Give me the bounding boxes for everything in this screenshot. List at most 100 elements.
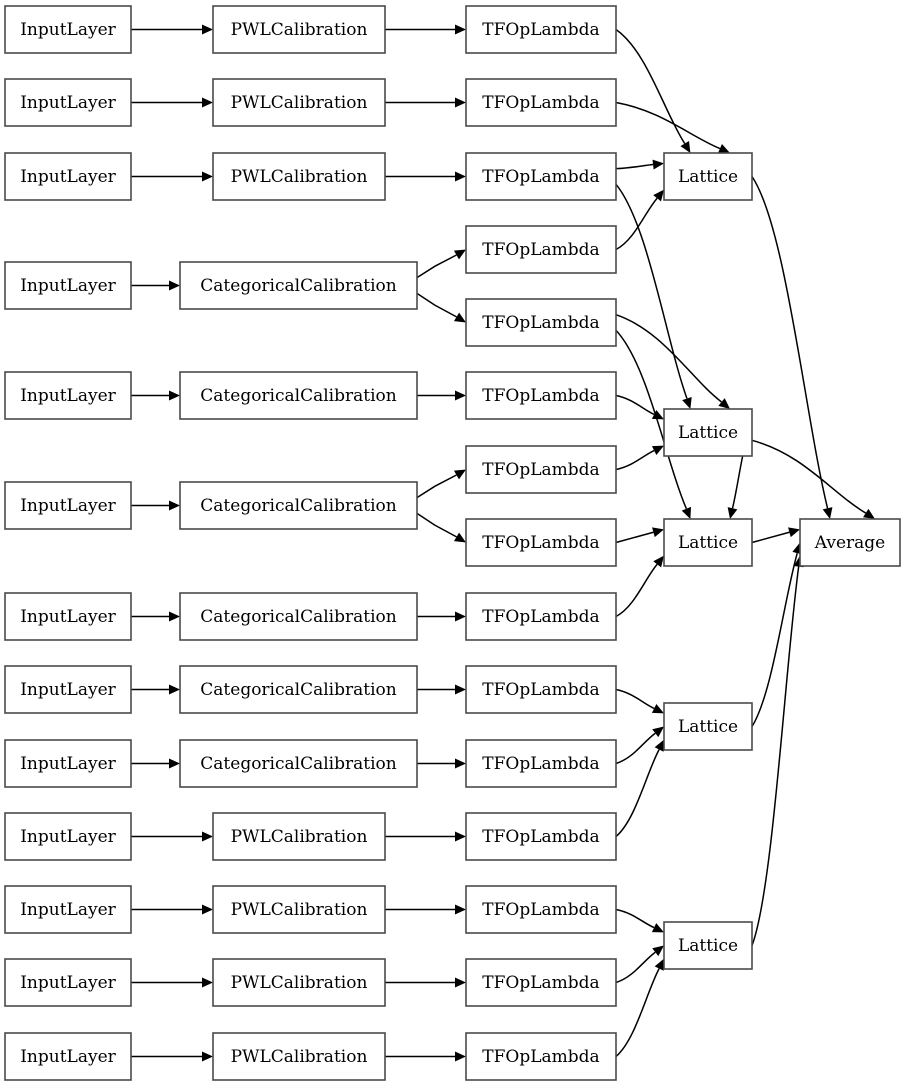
node-box[interactable] [4, 371, 132, 420]
node-box[interactable] [465, 152, 617, 201]
node-input-layer[interactable]: InputLayer [4, 1032, 132, 1081]
node-categorical-calibration[interactable]: CategoricalCalibration [179, 261, 418, 310]
node-categorical-calibration[interactable]: CategoricalCalibration [179, 481, 418, 530]
node-categorical-calibration[interactable]: CategoricalCalibration [179, 665, 418, 714]
node-pwlcalibration[interactable]: PWLCalibration [212, 78, 386, 127]
node-box[interactable] [4, 958, 132, 1007]
node-box[interactable] [4, 1032, 132, 1081]
node-tfop-lambda[interactable]: TFOpLambda [465, 225, 617, 274]
node-input-layer[interactable]: InputLayer [4, 152, 132, 201]
node-lattice[interactable]: Lattice [663, 518, 753, 567]
node-box[interactable] [4, 885, 132, 934]
node-tfop-lambda[interactable]: TFOpLambda [465, 665, 617, 714]
node-pwlcalibration[interactable]: PWLCalibration [212, 812, 386, 861]
node-lattice[interactable]: Lattice [663, 921, 753, 970]
node-input-layer[interactable]: InputLayer [4, 885, 132, 934]
node-box[interactable] [465, 5, 617, 54]
node-tfop-lambda[interactable]: TFOpLambda [465, 1032, 617, 1081]
arrowhead-cal7-to-lam9 [455, 611, 466, 622]
node-tfop-lambda[interactable]: TFOpLambda [465, 592, 617, 641]
node-tfop-lambda[interactable]: TFOpLambda [465, 371, 617, 420]
node-box[interactable] [179, 739, 418, 788]
node-box[interactable] [465, 225, 617, 274]
node-tfop-lambda[interactable]: TFOpLambda [465, 445, 617, 494]
node-box[interactable] [663, 152, 753, 201]
node-lattice[interactable]: Lattice [663, 702, 753, 751]
node-lattice[interactable]: Lattice [663, 408, 753, 457]
arrowhead-cal2-to-lam2 [455, 97, 466, 108]
node-pwlcalibration[interactable]: PWLCalibration [212, 885, 386, 934]
node-categorical-calibration[interactable]: CategoricalCalibration [179, 371, 418, 420]
node-box[interactable] [212, 152, 386, 201]
node-average[interactable]: Average [799, 518, 901, 567]
node-box[interactable] [465, 958, 617, 1007]
node-box[interactable] [465, 885, 617, 934]
node-box[interactable] [179, 592, 418, 641]
node-tfop-lambda[interactable]: TFOpLambda [465, 739, 617, 788]
node-box[interactable] [4, 152, 132, 201]
node-box[interactable] [465, 518, 617, 567]
node-pwlcalibration[interactable]: PWLCalibration [212, 5, 386, 54]
node-box[interactable] [212, 78, 386, 127]
node-tfop-lambda[interactable]: TFOpLambda [465, 812, 617, 861]
node-input-layer[interactable]: InputLayer [4, 481, 132, 530]
node-box[interactable] [4, 261, 132, 310]
node-tfop-lambda[interactable]: TFOpLambda [465, 885, 617, 934]
node-box[interactable] [212, 885, 386, 934]
node-box[interactable] [4, 481, 132, 530]
node-tfop-lambda[interactable]: TFOpLambda [465, 152, 617, 201]
node-input-layer[interactable]: InputLayer [4, 812, 132, 861]
node-box[interactable] [179, 371, 418, 420]
node-tfop-lambda[interactable]: TFOpLambda [465, 518, 617, 567]
node-box[interactable] [663, 702, 753, 751]
node-box[interactable] [465, 298, 617, 347]
node-box[interactable] [179, 665, 418, 714]
node-categorical-calibration[interactable]: CategoricalCalibration [179, 739, 418, 788]
node-lattice[interactable]: Lattice [663, 152, 753, 201]
node-box[interactable] [212, 958, 386, 1007]
node-input-layer[interactable]: InputLayer [4, 665, 132, 714]
arrowhead-cal1-to-lam1 [455, 24, 466, 35]
node-box[interactable] [465, 371, 617, 420]
node-box[interactable] [465, 78, 617, 127]
node-categorical-calibration[interactable]: CategoricalCalibration [179, 592, 418, 641]
arrowhead-cal5-to-lam6 [455, 390, 466, 401]
node-box[interactable] [465, 812, 617, 861]
node-tfop-lambda[interactable]: TFOpLambda [465, 298, 617, 347]
node-box[interactable] [4, 812, 132, 861]
node-box[interactable] [465, 445, 617, 494]
node-box[interactable] [4, 78, 132, 127]
node-box[interactable] [465, 1032, 617, 1081]
node-input-layer[interactable]: InputLayer [4, 261, 132, 310]
node-box[interactable] [212, 812, 386, 861]
node-box[interactable] [465, 592, 617, 641]
node-box[interactable] [4, 739, 132, 788]
node-box[interactable] [179, 261, 418, 310]
arrowhead-lam6-to-lat2 [651, 409, 664, 420]
node-pwlcalibration[interactable]: PWLCalibration [212, 958, 386, 1007]
node-box[interactable] [799, 518, 901, 567]
arrowhead-cal12-to-lam14 [455, 977, 466, 988]
node-tfop-lambda[interactable]: TFOpLambda [465, 5, 617, 54]
node-box[interactable] [4, 5, 132, 54]
node-tfop-lambda[interactable]: TFOpLambda [465, 958, 617, 1007]
node-box[interactable] [465, 665, 617, 714]
node-pwlcalibration[interactable]: PWLCalibration [212, 152, 386, 201]
node-input-layer[interactable]: InputLayer [4, 592, 132, 641]
node-box[interactable] [212, 5, 386, 54]
node-box[interactable] [179, 481, 418, 530]
node-input-layer[interactable]: InputLayer [4, 739, 132, 788]
node-box[interactable] [465, 739, 617, 788]
node-box[interactable] [4, 592, 132, 641]
node-tfop-lambda[interactable]: TFOpLambda [465, 78, 617, 127]
node-box[interactable] [663, 518, 753, 567]
node-input-layer[interactable]: InputLayer [4, 78, 132, 127]
node-input-layer[interactable]: InputLayer [4, 371, 132, 420]
node-input-layer[interactable]: InputLayer [4, 958, 132, 1007]
node-box[interactable] [212, 1032, 386, 1081]
node-box[interactable] [663, 408, 753, 457]
node-box[interactable] [4, 665, 132, 714]
node-pwlcalibration[interactable]: PWLCalibration [212, 1032, 386, 1081]
node-input-layer[interactable]: InputLayer [4, 5, 132, 54]
node-box[interactable] [663, 921, 753, 970]
